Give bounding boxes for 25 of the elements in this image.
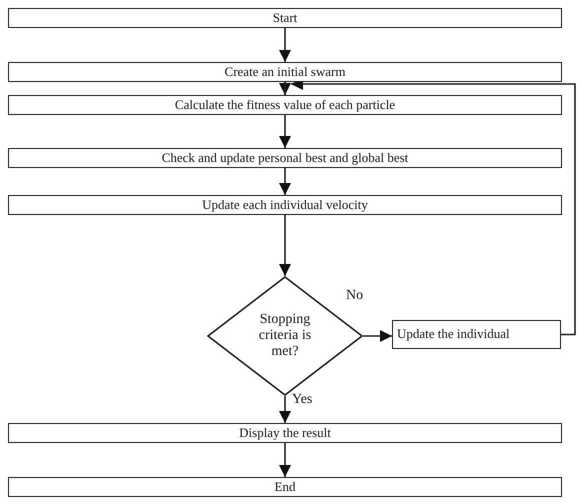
arrow	[279, 168, 291, 195]
arrow	[279, 82, 291, 95]
process-box	[8, 477, 562, 497]
node-text: Stopping criteria is met?	[258, 312, 312, 360]
arrow	[279, 115, 291, 148]
process-box	[8, 95, 562, 115]
arrow	[279, 215, 291, 276]
arrow	[279, 443, 291, 477]
process-box	[8, 148, 562, 168]
arrow	[279, 28, 291, 62]
process-box	[8, 8, 562, 28]
process-box	[8, 62, 562, 82]
node-text: Start	[272, 10, 298, 26]
node-text: Create an initial swarm	[224, 64, 346, 80]
arrow	[279, 396, 291, 423]
process-box	[8, 195, 562, 215]
node-text: Update each individual velocity	[202, 198, 368, 212]
process-box	[8, 423, 562, 443]
process-box	[392, 320, 561, 349]
arrow	[363, 330, 392, 342]
node-text: Update the individual	[397, 327, 510, 342]
node-text: Calculate the fitness value of each particle	[174, 98, 396, 112]
node-text: End	[274, 480, 296, 494]
node-text: Display the result	[239, 426, 331, 440]
node-text: Check and update personal best and global best	[162, 150, 408, 166]
